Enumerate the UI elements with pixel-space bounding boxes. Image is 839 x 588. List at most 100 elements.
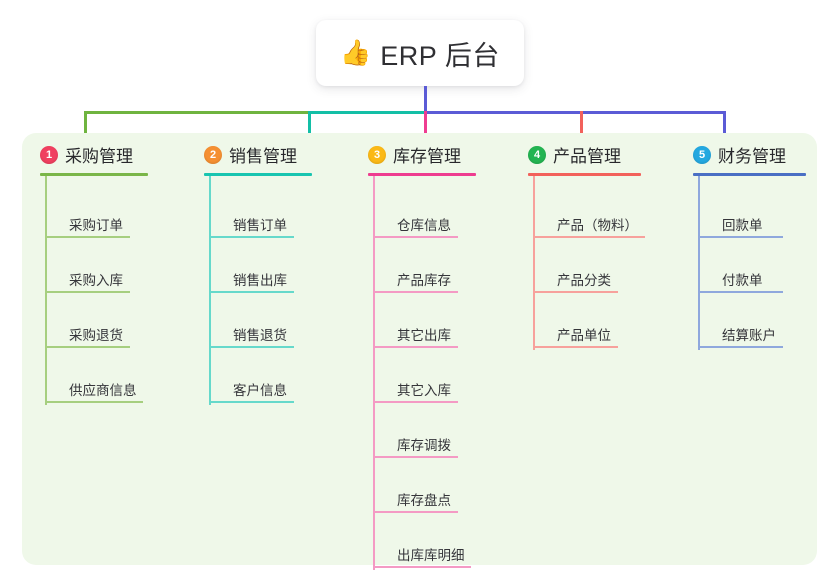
branch-badge-icon: 4 <box>528 145 546 164</box>
branch-leaf-item[interactable]: 库存盘点 <box>373 487 462 513</box>
branch-leaf-label: 销售退货 <box>233 328 287 343</box>
branch-leaf-item[interactable]: 回款单 <box>698 212 787 238</box>
branch-leaf-rule <box>45 236 130 238</box>
branch-leaf-item[interactable]: 采购订单 <box>45 212 134 238</box>
thumbs-up-icon: 👍 <box>340 38 372 67</box>
branch-drop-5 <box>723 111 726 141</box>
branch-leaf-rule <box>45 346 130 348</box>
branch-header-rule <box>40 173 148 176</box>
branch-leaf-label: 仓库信息 <box>397 218 451 233</box>
branch-leaf-item[interactable]: 库存调拨 <box>373 432 462 458</box>
branch-leaf-rule <box>698 291 783 293</box>
branch-leaf-rule <box>373 236 458 238</box>
branch-leaf-item[interactable]: 产品分类 <box>533 267 622 293</box>
branch-leaf-rule <box>45 291 130 293</box>
branch-leaf-rule <box>533 236 645 238</box>
branch-leaf-rule <box>373 346 458 348</box>
branch-drop-1 <box>84 111 87 141</box>
branch-leaf-item[interactable]: 客户信息 <box>209 377 298 403</box>
branch-title: 销售管理 <box>229 147 297 166</box>
branch-leaf-item[interactable]: 销售订单 <box>209 212 298 238</box>
branch-leaf-item[interactable]: 产品（物料） <box>533 212 649 238</box>
branch-drop-4 <box>580 111 583 141</box>
branch-leaf-item[interactable]: 销售退货 <box>209 322 298 348</box>
branch-leaf-item[interactable]: 付款单 <box>698 267 787 293</box>
branch-leaf-rule <box>373 566 471 568</box>
branch-leaf-label: 产品单位 <box>557 328 611 343</box>
branch-spine <box>45 176 47 405</box>
branch-header-5[interactable]: 5 财务管理 <box>693 142 786 167</box>
branch-leaf-item[interactable]: 出库库明细 <box>373 542 475 568</box>
branch-spine <box>373 176 375 570</box>
branch-title: 产品管理 <box>553 147 621 166</box>
branch-leaf-rule <box>698 346 783 348</box>
branch-leaf-rule <box>209 346 294 348</box>
branch-header-4[interactable]: 4 产品管理 <box>528 142 621 167</box>
branch-leaf-rule <box>373 291 458 293</box>
root-node[interactable]: 👍 ERP 后台 <box>316 20 524 86</box>
branch-leaf-label: 产品分类 <box>557 273 611 288</box>
branch-header-1[interactable]: 1 采购管理 <box>40 142 133 167</box>
branch-leaf-item[interactable]: 供应商信息 <box>45 377 147 403</box>
branch-drop-3 <box>424 111 427 141</box>
bus-segment-blue <box>424 111 725 114</box>
branch-leaf-label: 其它出库 <box>397 328 451 343</box>
branch-leaf-item[interactable]: 销售出库 <box>209 267 298 293</box>
root-title: ERP 后台 <box>380 40 500 71</box>
branch-leaf-rule <box>373 401 458 403</box>
branch-leaf-label: 结算账户 <box>722 328 776 343</box>
branch-drop-2 <box>308 111 311 141</box>
branch-leaf-label: 其它入库 <box>397 383 451 398</box>
branch-leaf-rule <box>373 456 458 458</box>
branch-leaf-rule <box>209 401 294 403</box>
branch-leaf-label: 销售出库 <box>233 273 287 288</box>
branch-leaf-label: 采购订单 <box>69 218 123 233</box>
branch-header-rule <box>204 173 312 176</box>
branch-leaf-label: 采购退货 <box>69 328 123 343</box>
diagram-panel: 1 采购管理采购订单采购入库采购退货供应商信息 2 销售管理销售订单销售出库销售退货客… <box>22 133 817 570</box>
branch-leaf-label: 供应商信息 <box>69 383 137 398</box>
branch-header-rule <box>693 173 806 176</box>
bus-segment-teal <box>308 111 426 114</box>
branch-leaf-label: 库存调拨 <box>397 438 451 453</box>
branch-title: 采购管理 <box>65 147 133 166</box>
branch-leaf-label: 库存盘点 <box>397 493 451 508</box>
branch-header-3[interactable]: 3 库存管理 <box>368 142 461 167</box>
branch-leaf-label: 回款单 <box>722 218 763 233</box>
root-trunk-connector <box>424 86 427 113</box>
branch-header-rule <box>368 173 476 176</box>
branch-leaf-label: 付款单 <box>722 273 763 288</box>
branch-spine <box>533 176 535 350</box>
branch-spine <box>698 176 700 350</box>
branch-leaf-item[interactable]: 仓库信息 <box>373 212 462 238</box>
branch-leaf-item[interactable]: 采购入库 <box>45 267 134 293</box>
branch-leaf-rule <box>533 291 618 293</box>
branch-leaf-item[interactable]: 采购退货 <box>45 322 134 348</box>
branch-header-rule <box>528 173 641 176</box>
branch-leaf-rule <box>698 236 783 238</box>
branch-leaf-label: 销售订单 <box>233 218 287 233</box>
branch-badge-icon: 1 <box>40 145 58 164</box>
branch-leaf-rule <box>209 291 294 293</box>
branch-leaf-rule <box>533 346 618 348</box>
branch-leaf-label: 出库库明细 <box>397 548 465 563</box>
branch-header-2[interactable]: 2 销售管理 <box>204 142 297 167</box>
branch-leaf-item[interactable]: 其它入库 <box>373 377 462 403</box>
branch-leaf-item[interactable]: 产品单位 <box>533 322 622 348</box>
branch-leaf-rule <box>45 401 143 403</box>
branch-badge-icon: 2 <box>204 145 222 164</box>
branch-title: 财务管理 <box>718 147 786 166</box>
branch-leaf-label: 客户信息 <box>233 383 287 398</box>
branch-leaf-item[interactable]: 产品库存 <box>373 267 462 293</box>
branch-leaf-label: 产品库存 <box>397 273 451 288</box>
branch-spine <box>209 176 211 405</box>
branch-title: 库存管理 <box>393 147 461 166</box>
branch-leaf-item[interactable]: 结算账户 <box>698 322 787 348</box>
branch-leaf-label: 采购入库 <box>69 273 123 288</box>
branch-leaf-item[interactable]: 其它出库 <box>373 322 462 348</box>
branch-badge-icon: 5 <box>693 145 711 164</box>
branch-leaf-label: 产品（物料） <box>557 218 638 233</box>
branch-badge-icon: 3 <box>368 145 386 164</box>
bus-segment-green <box>84 111 310 114</box>
